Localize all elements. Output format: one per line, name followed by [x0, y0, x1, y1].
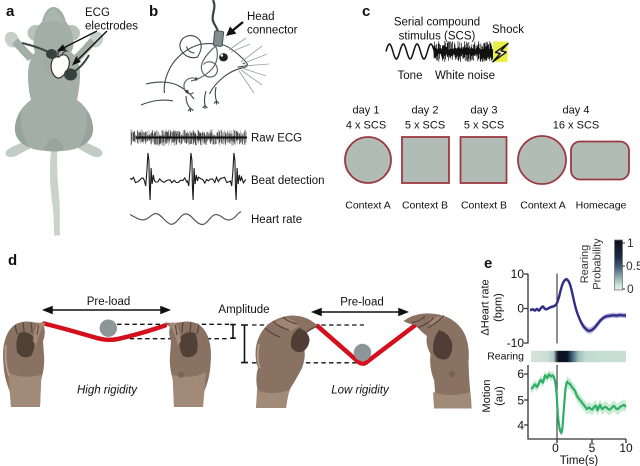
svg-text:16 x SCS: 16 x SCS: [553, 119, 599, 131]
svg-text:Raw ECG: Raw ECG: [251, 133, 302, 145]
svg-text:Context B: Context B: [402, 199, 448, 211]
svg-text:0: 0: [517, 302, 524, 316]
svg-text:day 1: day 1: [353, 105, 380, 117]
svg-text:a: a: [6, 3, 15, 20]
svg-text:Tone: Tone: [398, 70, 423, 82]
svg-text:10: 10: [619, 441, 633, 455]
svg-text:Shock: Shock: [492, 24, 524, 36]
svg-text:(bpm): (bpm): [493, 293, 505, 322]
svg-text:stimulus (SCS): stimulus (SCS): [399, 31, 476, 43]
svg-text:High rigidity: High rigidity: [77, 385, 138, 397]
svg-text:connector: connector: [247, 24, 298, 36]
svg-text:Pre-load: Pre-load: [340, 297, 383, 309]
svg-text:ECG: ECG: [85, 7, 110, 19]
svg-text:5: 5: [589, 441, 596, 455]
svg-text:b: b: [149, 3, 158, 20]
svg-text:Heart rate: Heart rate: [251, 214, 302, 226]
svg-text:10: 10: [511, 267, 525, 281]
svg-text:(au): (au): [494, 386, 506, 406]
svg-text:Context A: Context A: [520, 199, 566, 211]
svg-text:Beat detection: Beat detection: [251, 175, 325, 187]
svg-text:ΔHeart rate: ΔHeart rate: [480, 279, 492, 335]
svg-text:4 x SCS: 4 x SCS: [346, 119, 386, 131]
svg-text:Probability: Probability: [592, 238, 604, 290]
svg-text:day 2: day 2: [412, 105, 439, 117]
svg-text:5 x SCS: 5 x SCS: [464, 119, 504, 131]
svg-text:day 3: day 3: [471, 105, 498, 117]
svg-text:Rearing: Rearing: [579, 245, 591, 284]
svg-text:5: 5: [517, 393, 524, 407]
svg-text:Pre-load: Pre-load: [87, 296, 130, 308]
svg-text:Time(s): Time(s): [560, 455, 599, 466]
svg-text:Motion: Motion: [481, 379, 493, 412]
svg-text:5 x SCS: 5 x SCS: [405, 119, 445, 131]
svg-text:6: 6: [517, 367, 524, 381]
svg-text:e: e: [484, 255, 492, 272]
svg-text:Rearing: Rearing: [487, 351, 524, 363]
svg-text:Context A: Context A: [345, 199, 391, 211]
svg-text:d: d: [8, 252, 17, 269]
svg-text:1: 1: [627, 236, 634, 250]
svg-text:Homecage: Homecage: [576, 199, 627, 211]
svg-text:Context B: Context B: [461, 199, 507, 211]
svg-text:electrodes: electrodes: [85, 21, 138, 33]
svg-text:Low rigidity: Low rigidity: [331, 385, 390, 397]
svg-text:-10: -10: [507, 336, 525, 350]
svg-text:day 4: day 4: [563, 105, 590, 117]
svg-text:0.5: 0.5: [626, 259, 640, 273]
svg-text:Serial compound: Serial compound: [394, 17, 480, 29]
svg-text:White noise: White noise: [435, 70, 495, 82]
svg-text:Head: Head: [247, 11, 275, 23]
svg-text:0: 0: [627, 282, 634, 296]
svg-text:c: c: [362, 3, 370, 20]
svg-text:Amplitude: Amplitude: [218, 304, 269, 316]
svg-text:4: 4: [517, 418, 524, 432]
svg-text:0: 0: [552, 441, 559, 455]
